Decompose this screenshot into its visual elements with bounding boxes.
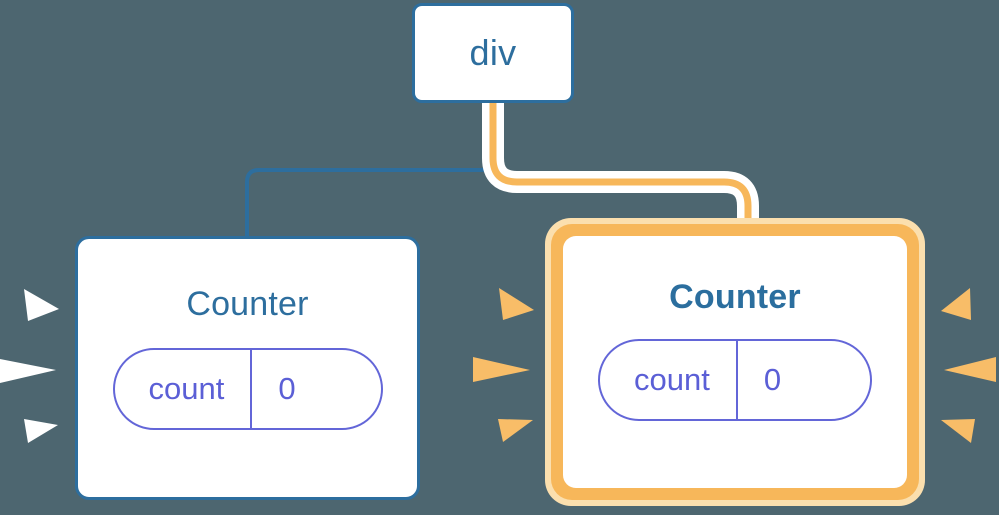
node-counter-right[interactable]: Counter count 0 bbox=[545, 218, 925, 506]
prop-pill-count-right: count 0 bbox=[598, 339, 872, 421]
node-counter-left[interactable]: Counter count 0 bbox=[75, 236, 420, 500]
burst-wedge-icon bbox=[24, 289, 59, 321]
node-div-label: div bbox=[469, 32, 517, 73]
prop-key-label: count bbox=[634, 362, 710, 397]
prop-pill-count-left: count 0 bbox=[112, 348, 383, 430]
node-counter-left-label: Counter bbox=[186, 285, 309, 323]
burst-wedge-icon bbox=[941, 288, 971, 320]
burst-wedge-icon bbox=[944, 357, 996, 382]
burst-wedge-icon bbox=[24, 419, 58, 443]
node-counter-right-label: Counter bbox=[669, 278, 801, 316]
node-div[interactable]: div bbox=[412, 3, 574, 103]
prop-key-label: count bbox=[148, 371, 225, 406]
burst-wedge-icon bbox=[941, 419, 975, 443]
edge-div-to-counter-right bbox=[489, 103, 752, 240]
prop-value-label: 0 bbox=[735, 341, 815, 419]
burst-wedge-icon bbox=[498, 419, 533, 442]
node-counter-right-body: Counter count 0 bbox=[563, 236, 907, 488]
burst-wedge-icon bbox=[499, 288, 534, 320]
prop-value-label: 0 bbox=[250, 350, 329, 428]
burst-wedge-icon bbox=[473, 357, 530, 382]
burst-wedge-icon bbox=[0, 359, 56, 383]
